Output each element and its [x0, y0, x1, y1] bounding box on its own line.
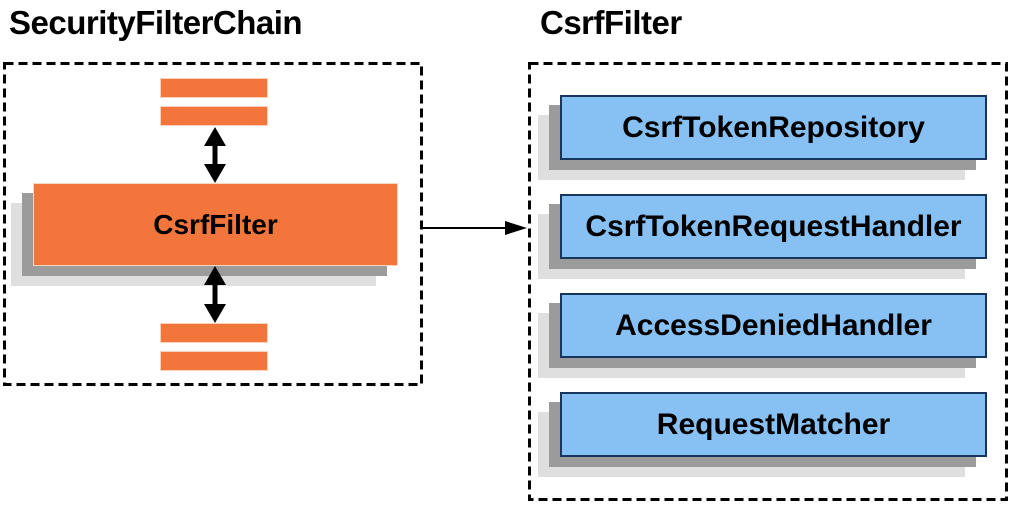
- component-box-label: RequestMatcher: [656, 407, 891, 441]
- left-panel-title: SecurityFilterChain: [9, 4, 303, 41]
- csrf-filter-box-label: CsrfFilter: [153, 208, 278, 240]
- security-filter-chain-dashed-box: [3, 62, 423, 386]
- component-box-csrf-token-request-handler: CsrfTokenRequestHandler: [560, 194, 987, 259]
- right-arrow-icon: [422, 221, 527, 235]
- component-box-access-denied-handler: AccessDeniedHandler: [560, 293, 987, 358]
- component-box-request-matcher: RequestMatcher: [560, 392, 987, 457]
- component-box-label: CsrfTokenRequestHandler: [585, 209, 962, 243]
- bidirectional-arrow-icon: [204, 127, 226, 183]
- component-box-label: AccessDeniedHandler: [615, 308, 932, 342]
- component-box-label: CsrfTokenRepository: [622, 110, 925, 144]
- right-panel-title: CsrfFilter: [540, 4, 682, 41]
- filter-chain-bar: [160, 78, 268, 98]
- component-box-csrf-token-repository: CsrfTokenRepository: [560, 95, 987, 160]
- csrf-filter-dashed-box: [528, 62, 1008, 501]
- bidirectional-arrow-icon: [204, 266, 226, 323]
- filter-chain-bar: [160, 106, 268, 126]
- csrf-filter-box: CsrfFilter: [33, 183, 398, 266]
- filter-chain-bar: [160, 351, 268, 371]
- filter-chain-bar: [160, 323, 268, 343]
